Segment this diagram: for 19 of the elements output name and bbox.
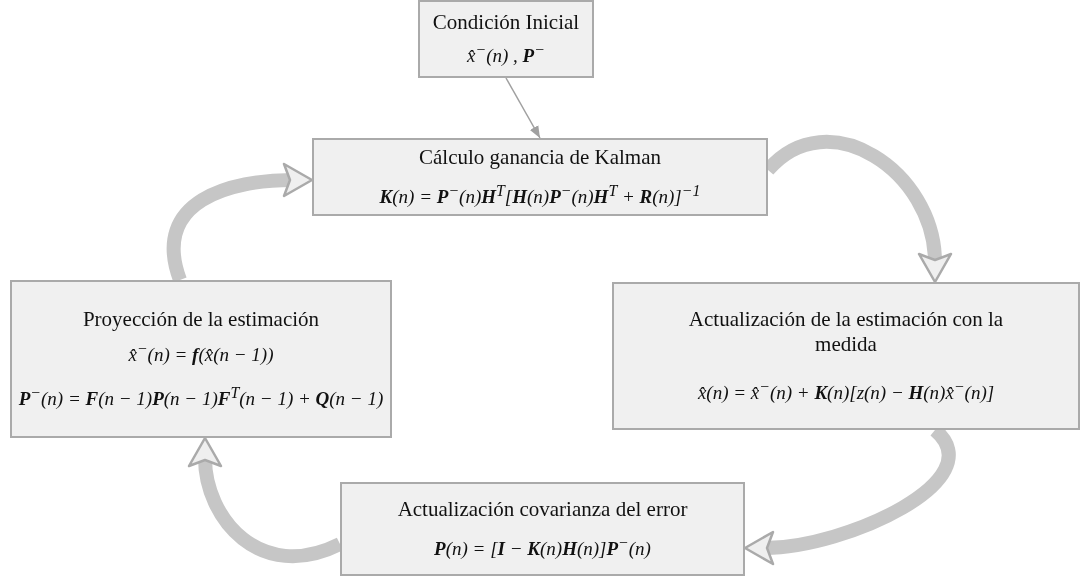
box-heading: Cálculo ganancia de Kalman	[419, 144, 661, 171]
box-heading: Condición Inicial	[432, 9, 580, 36]
formula-text: x̂(n) = x̂$^{−}$(n) + K(n)[z(n) − H(n)x̂$^{−}$(n)]	[697, 377, 995, 405]
process-box	[10, 280, 392, 438]
box-heading: Proyección de la estimación	[82, 307, 320, 333]
formula-text: P(n) = [I − K(n)H(n)]P$^{−}$(n)	[434, 534, 651, 562]
box-heading: Actualización de la estimación con la medida	[687, 307, 1005, 358]
formula-text: x̂$^{−}$(n) , P$^{−}$	[467, 41, 545, 69]
process-box	[612, 282, 1080, 430]
arrow	[505, 77, 541, 139]
process-box	[340, 482, 745, 576]
process-box	[312, 138, 768, 216]
process-box	[418, 0, 594, 78]
curved-arrow	[166, 163, 314, 282]
formula-text: x̂$^{−}$(n) = f(x̂(n − 1))	[128, 340, 274, 368]
formula-text: P$^{−}$(n) = F(n − 1)P(n − 1)F$^{T}$(n − 1) + Q(n − 1)	[18, 383, 384, 411]
box-heading: Actualización covarianza del error	[397, 496, 688, 523]
curved-arrow	[188, 436, 343, 563]
formula-text: K(n) = P$^{−}$(n)H$^{T}$[H(n)P$^{−}$(n)H$^{T}$ + R(n)]$^{−1}$	[379, 182, 701, 210]
